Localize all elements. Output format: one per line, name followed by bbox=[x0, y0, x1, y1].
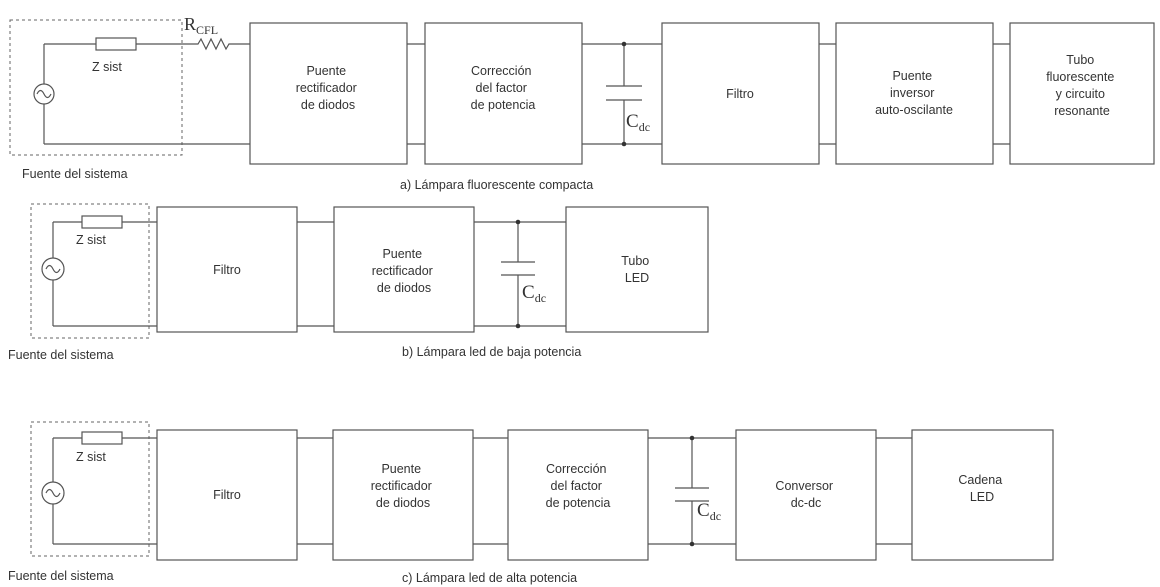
source-box-a bbox=[9, 19, 183, 156]
ac-source-icon-a bbox=[33, 83, 55, 105]
block-a-1-label: Corrección del factor de potencia bbox=[471, 64, 536, 112]
source-label-b: Fuente del sistema bbox=[8, 348, 114, 362]
block-a-1 bbox=[424, 22, 583, 165]
capacitor-icon-c bbox=[648, 437, 736, 545]
diagram-a: Z sist RCFL Puente rectificador de diodo… bbox=[9, 14, 1155, 192]
wire-c-2 bbox=[473, 437, 508, 545]
wire-a-3 bbox=[819, 43, 836, 145]
wire-c-1 bbox=[297, 437, 333, 545]
block-c-3 bbox=[735, 429, 877, 561]
block-c-0-label: Filtro bbox=[213, 488, 241, 502]
diagram-b: Z sist Filtro Puente rectificador de dio… bbox=[8, 203, 709, 362]
z-sist-resistor-c bbox=[81, 431, 123, 445]
block-a-3 bbox=[835, 22, 994, 165]
block-c-2-label: Corrección del factor de potencia bbox=[546, 462, 611, 510]
block-b-0 bbox=[156, 206, 298, 333]
block-c-0 bbox=[156, 429, 298, 561]
node-c-top bbox=[689, 435, 695, 441]
block-a-0 bbox=[249, 22, 408, 165]
block-c-1-label: Puente rectificador de diodos bbox=[371, 462, 436, 510]
caption-b: b) Lámpara led de baja potencia bbox=[402, 345, 581, 359]
ac-wave-icon-c bbox=[45, 488, 61, 498]
block-c-4 bbox=[911, 429, 1054, 561]
source-wires-a bbox=[43, 43, 190, 145]
node-c-bottom bbox=[689, 541, 695, 547]
caption-c: c) Lámpara led de alta potencia bbox=[402, 571, 577, 585]
source-box-c bbox=[30, 421, 150, 557]
cdc-label-c: Cdc bbox=[697, 500, 721, 523]
ac-wave-icon-a bbox=[36, 89, 52, 99]
block-c-2 bbox=[507, 429, 649, 561]
block-a-2-label: Filtro bbox=[726, 87, 754, 101]
ac-wave-icon-b bbox=[45, 264, 61, 274]
wire-c-4 bbox=[876, 437, 912, 545]
node-a-bottom bbox=[621, 141, 627, 147]
block-b-0-label: Filtro bbox=[213, 263, 241, 277]
source-wires-b bbox=[52, 221, 157, 327]
z-sist-resistor-a bbox=[95, 37, 137, 51]
source-label-c: Fuente del sistema bbox=[8, 569, 114, 583]
z-sist-label-c: Z sist bbox=[76, 450, 106, 464]
block-a-2 bbox=[661, 22, 820, 165]
z-sist-label-b: Z sist bbox=[76, 233, 106, 247]
capacitor-icon-b bbox=[474, 221, 566, 327]
node-b-bottom bbox=[515, 323, 521, 329]
caption-a: a) Lámpara fluorescente compacta bbox=[400, 178, 593, 192]
rcfl-resistor-icon bbox=[190, 37, 250, 51]
z-sist-resistor-b bbox=[81, 215, 123, 229]
wire-a-4 bbox=[993, 43, 1010, 145]
source-label-a: Fuente del sistema bbox=[22, 167, 128, 181]
ac-source-icon-b bbox=[41, 257, 65, 281]
block-c-3-label: Conversor dc-dc bbox=[775, 479, 836, 510]
diagram-c: Z sist Filtro Puente rectificador de dio… bbox=[8, 421, 1054, 585]
block-b-2-label: Tubo LED bbox=[621, 254, 653, 285]
source-wires-c bbox=[52, 437, 157, 545]
cdc-label-b: Cdc bbox=[522, 282, 546, 305]
node-a-top bbox=[621, 41, 627, 47]
block-a-4-label: Tubo fluorescente y circuito resonante bbox=[1046, 53, 1118, 118]
ac-source-icon-c bbox=[41, 481, 65, 505]
cdc-label-a: Cdc bbox=[626, 111, 650, 134]
block-a-3-label: Puente inversor auto-oscilante bbox=[875, 69, 953, 117]
wire-a-1 bbox=[407, 43, 425, 145]
wire-b-1 bbox=[297, 221, 334, 327]
node-b-top bbox=[515, 219, 521, 225]
block-b-1 bbox=[333, 206, 475, 333]
block-c-1 bbox=[332, 429, 474, 561]
block-b-2 bbox=[565, 206, 709, 333]
source-box-b bbox=[30, 203, 150, 339]
block-a-4 bbox=[1009, 22, 1155, 165]
block-c-4-label: Cadena LED bbox=[958, 473, 1005, 504]
block-a-0-label: Puente rectificador de diodos bbox=[296, 64, 361, 112]
rcfl-label: RCFL bbox=[184, 14, 218, 37]
z-sist-label-a: Z sist bbox=[92, 60, 122, 74]
block-b-1-label: Puente rectificador de diodos bbox=[372, 247, 437, 295]
